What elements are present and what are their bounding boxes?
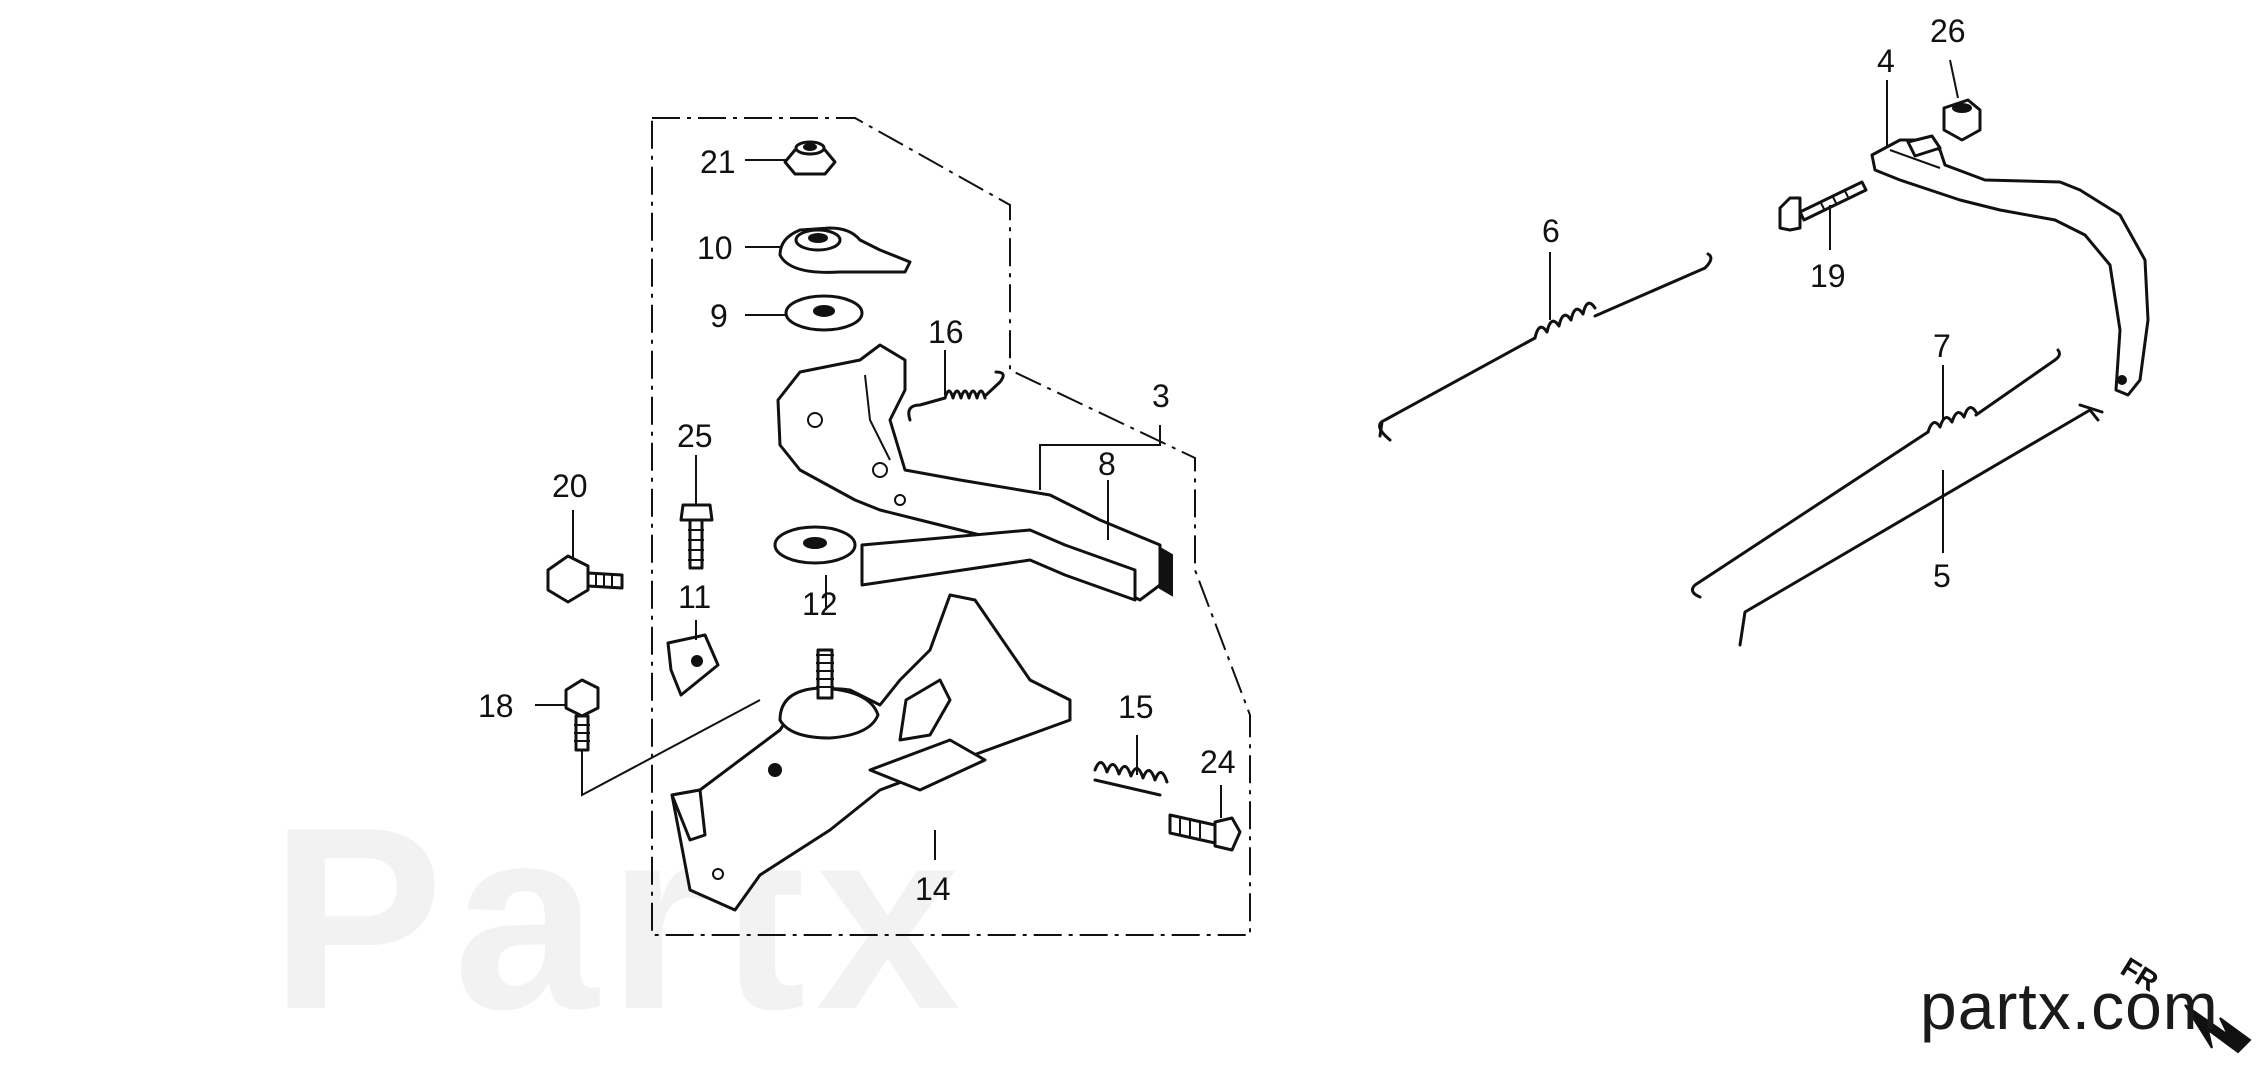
callout-18: 18 xyxy=(478,688,514,724)
callout-8: 8 xyxy=(1098,446,1116,482)
callout-15: 15 xyxy=(1118,689,1154,725)
part-20-bolt[interactable] xyxy=(546,554,624,604)
part-26-nut[interactable] xyxy=(1942,98,1982,142)
part-4-lever[interactable] xyxy=(1870,134,2150,397)
part-24-bolt[interactable] xyxy=(1168,813,1242,852)
callout-14: 14 xyxy=(915,871,951,907)
callout-7: 7 xyxy=(1933,328,1951,364)
part-6-spring-rod[interactable] xyxy=(1378,252,1713,442)
part-25-screw[interactable] xyxy=(679,503,714,570)
part-21-nut[interactable] xyxy=(783,140,837,176)
callout-19: 19 xyxy=(1810,258,1846,294)
part-8-clamp[interactable] xyxy=(860,528,1137,602)
part-16-spring[interactable] xyxy=(907,370,1005,422)
part-11-square-nut[interactable] xyxy=(666,633,720,697)
callout-16: 16 xyxy=(928,314,964,350)
callout-6: 6 xyxy=(1542,213,1560,249)
callout-25: 25 xyxy=(677,418,713,454)
part-12-washer[interactable] xyxy=(773,525,857,565)
part-14-base-plate[interactable] xyxy=(670,593,1072,912)
part-15-spring[interactable] xyxy=(1093,761,1169,797)
part-7-spring-rod[interactable] xyxy=(1690,348,2061,599)
callout-12: 12 xyxy=(802,586,838,622)
callout-21: 21 xyxy=(700,144,736,180)
part-3-control-bracket[interactable] xyxy=(776,343,1173,602)
part-9-washer[interactable] xyxy=(784,294,864,332)
brand-logo-text[interactable]: partx.com xyxy=(1920,969,2219,1043)
part-19-t-bolt[interactable] xyxy=(1778,180,1868,232)
part-10-plate[interactable] xyxy=(778,226,912,274)
assembly-boundary xyxy=(651,117,1251,936)
callout-20: 20 xyxy=(552,468,588,504)
part-18-bolt[interactable] xyxy=(564,678,761,797)
callout-5: 5 xyxy=(1933,558,1951,594)
callout-26: 26 xyxy=(1930,13,1966,49)
leader-lines xyxy=(535,59,1959,860)
callout-11: 11 xyxy=(678,579,711,615)
watermark: Partx xyxy=(270,774,971,1064)
callout-24: 24 xyxy=(1200,744,1236,780)
callout-4: 4 xyxy=(1877,43,1895,79)
callout-3: 3 xyxy=(1152,378,1170,414)
callout-10: 10 xyxy=(697,230,733,266)
callout-9: 9 xyxy=(710,298,728,334)
part-5-rod[interactable] xyxy=(1738,403,2104,647)
